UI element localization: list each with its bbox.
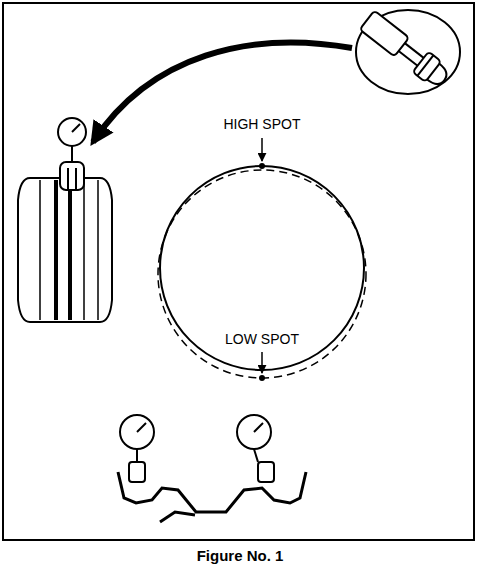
rim-disc <box>160 512 195 522</box>
spot-label: LOW SPOT <box>225 331 299 347</box>
frame <box>3 3 474 540</box>
figure-caption: Figure No. 1 <box>197 548 284 564</box>
rim-section <box>118 472 306 512</box>
runout-circle <box>158 170 366 378</box>
spot-label: HIGH SPOT <box>223 116 300 132</box>
indicator-tip-inset <box>356 10 460 94</box>
rim-indicators <box>120 415 274 482</box>
low-spot-arrow <box>261 352 263 373</box>
high-spot-arrow <box>261 138 263 161</box>
tire-tread <box>18 178 112 322</box>
low-spot-dot <box>259 375 265 381</box>
true-circle <box>160 166 364 370</box>
pointer-arrow <box>93 43 352 142</box>
high-spot-dot <box>259 163 265 169</box>
dial-indicator <box>58 118 86 190</box>
